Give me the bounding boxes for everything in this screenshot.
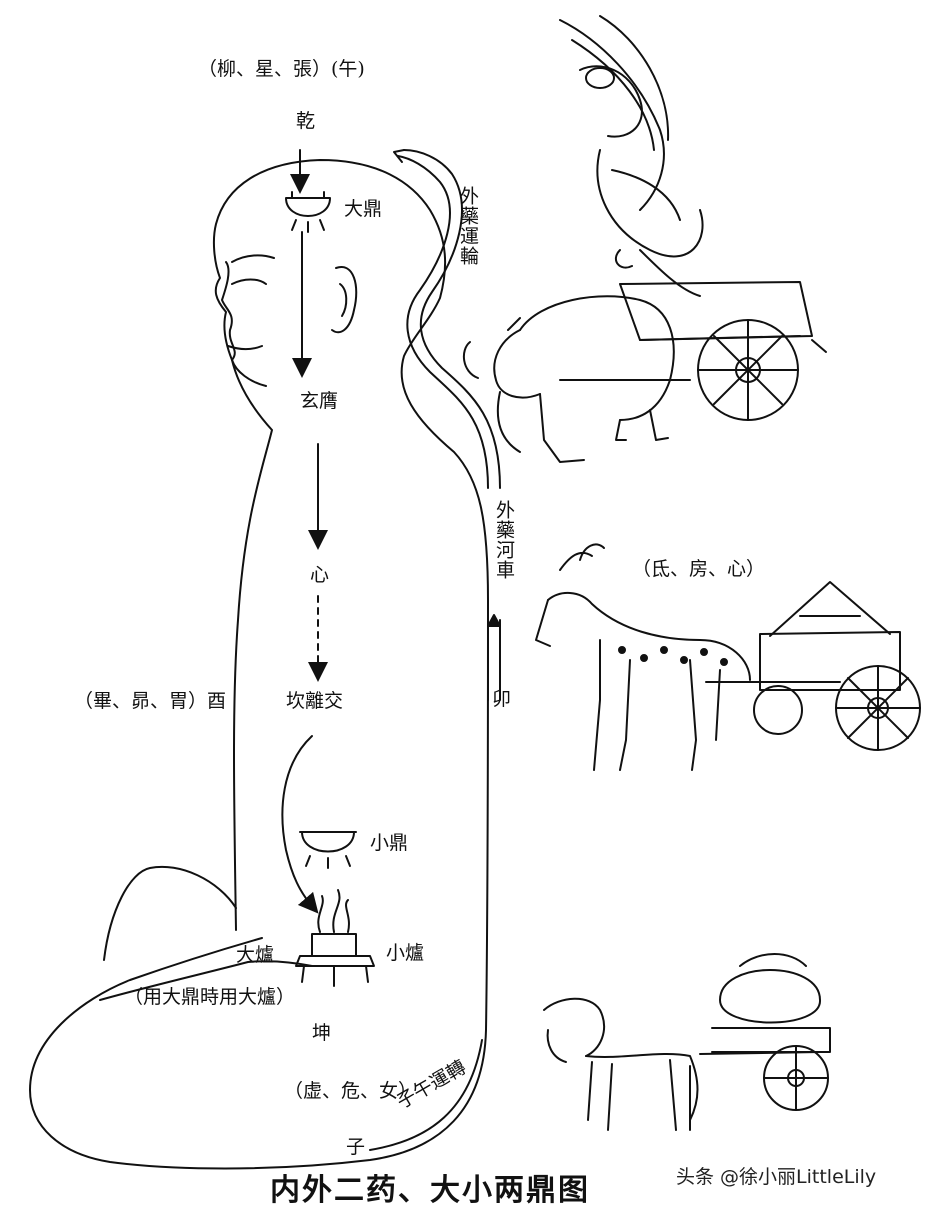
label-qian: 乾	[296, 110, 316, 132]
label-south-stars: （虚、危、女）	[284, 1080, 418, 1102]
label-zi: 子	[346, 1136, 366, 1158]
furnace-icon	[295, 889, 375, 987]
label-heart: 心	[310, 564, 330, 586]
ox-icon	[462, 295, 691, 463]
body-outline	[29, 159, 489, 1170]
face-profile	[221, 261, 267, 387]
mouth	[227, 345, 263, 350]
label-big-furnace: 大爐	[236, 944, 275, 966]
label-west-stars: （畢、昴、胃）酉	[74, 690, 227, 712]
watermark: 头条 @徐小丽LittleLily	[676, 1166, 877, 1188]
knee	[103, 865, 237, 961]
label-furnace-note: （用大鼎時用大爐）	[124, 986, 296, 1008]
label-outer-transport: 外藥運輪	[457, 186, 479, 266]
label-small-ding: 小鼎	[370, 832, 409, 854]
label-mao: 卯	[492, 688, 512, 710]
label-small-furnace: 小爐	[386, 942, 425, 964]
label-outer-river-cart: 外藥河車	[493, 500, 515, 580]
label-kanli: 坎離交	[286, 690, 344, 712]
deer-cart-icon	[535, 543, 921, 771]
label-kun: 坤	[312, 1022, 332, 1044]
big-ding-icon	[285, 191, 331, 233]
small-ding-icon	[299, 831, 357, 869]
eyebrow	[231, 254, 275, 263]
label-big-ding: 大鼎	[344, 198, 383, 220]
ear	[331, 266, 358, 334]
spine-line	[369, 1039, 483, 1151]
phoenix-chariot-icon	[559, 15, 827, 421]
figure-caption: 内外二药、大小两鼎图	[270, 1173, 590, 1208]
outer-route	[397, 155, 489, 489]
label-xuanyong: 玄膺	[300, 390, 339, 412]
label-top-stars: （柳、星、張）(午)	[198, 58, 365, 80]
eye	[231, 278, 267, 285]
label-deer-stars: （氐、房、心）	[632, 558, 766, 580]
goat-cart-icon	[543, 953, 831, 1131]
